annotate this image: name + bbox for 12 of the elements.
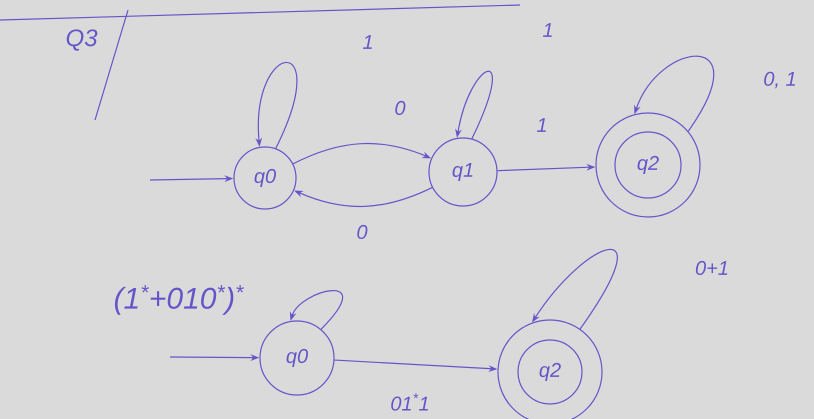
edge-label: 0, 1 <box>762 70 798 90</box>
accepting-ring <box>595 112 701 218</box>
arrow <box>634 56 714 132</box>
question-number: Q3 <box>66 29 98 51</box>
edge-label: 0+1 <box>694 260 730 276</box>
accepting-ring <box>497 319 603 419</box>
edge-label: 1 <box>361 34 375 50</box>
arrow <box>532 249 618 330</box>
edge-label: 01$^{*}$1 <box>389 392 431 412</box>
edge-label: 1 <box>535 117 549 133</box>
regular-expression: (1$^{*}$+010$^{*}$)$^{*}$ <box>114 285 244 315</box>
edge-label: 1 <box>541 22 555 38</box>
